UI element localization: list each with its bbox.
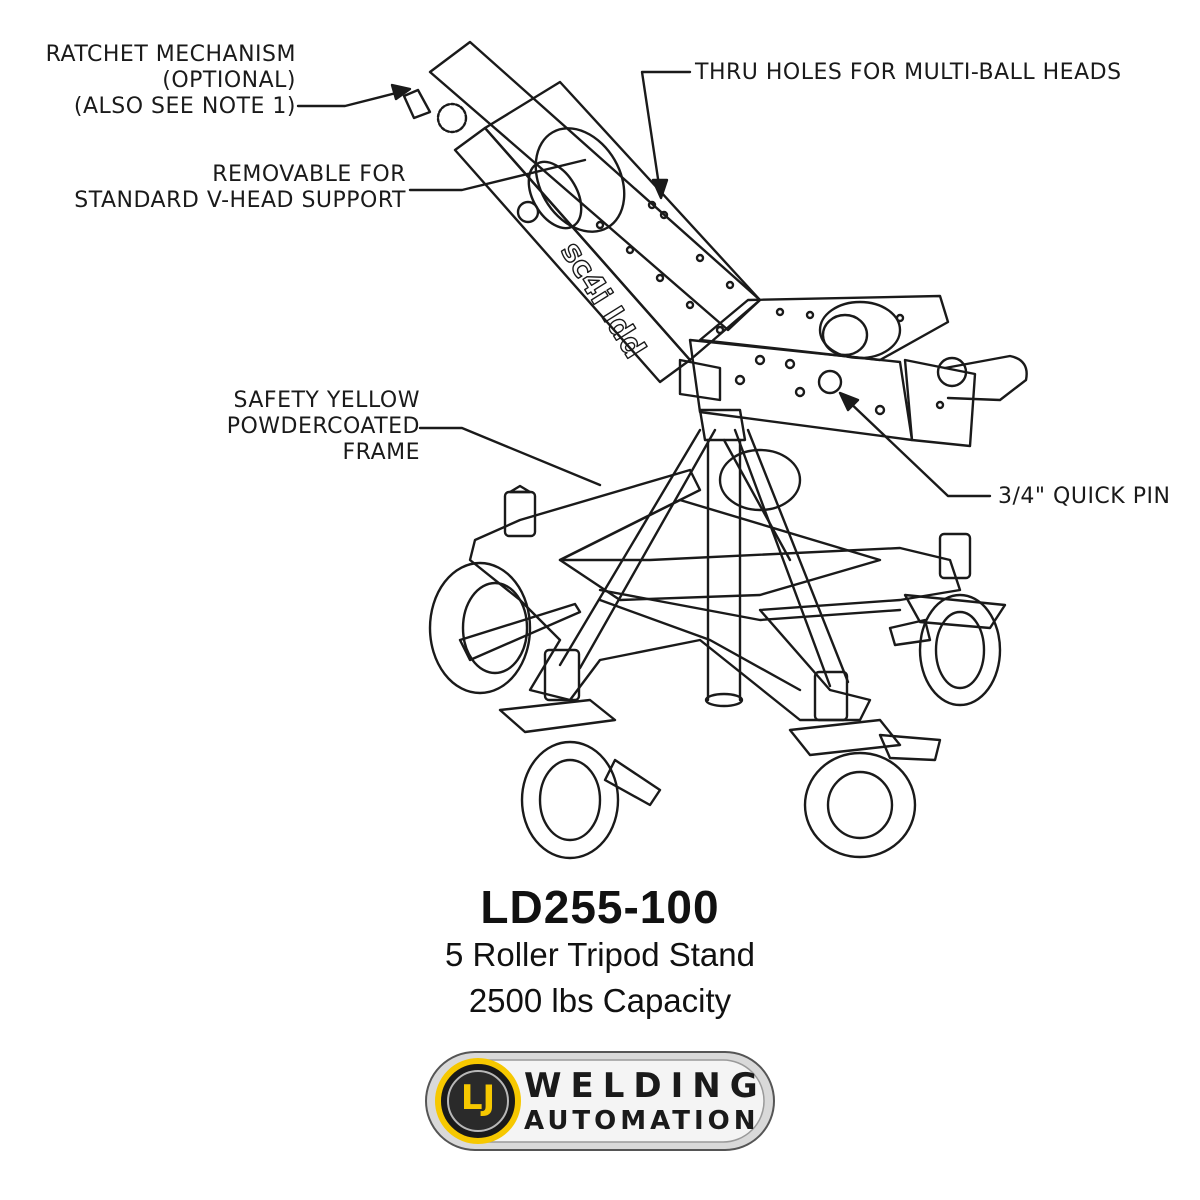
- callout-frame: SAFETY YELLOW POWDERCOATED FRAME: [150, 388, 420, 466]
- casters: [428, 484, 1007, 860]
- thru-holes: [595, 200, 945, 416]
- handle: [943, 354, 1028, 402]
- callout-ratchet-line3: (ALSO SEE NOTE 1): [73, 94, 296, 119]
- caster-front-left: [498, 648, 662, 860]
- roller-upper-face: [527, 160, 583, 230]
- base-outline: [468, 468, 962, 722]
- angled-arm-face: [453, 126, 692, 384]
- callout-quick-pin: 3/4" QUICK PIN: [998, 484, 1171, 509]
- leader-frame: [418, 426, 602, 487]
- callout-removable: REMOVABLE FOR STANDARD V-HEAD SUPPORT: [20, 162, 406, 214]
- pivot-block: [678, 358, 722, 402]
- callout-frame-line3: FRAME: [342, 440, 420, 465]
- ratchet-pawl: [402, 88, 432, 120]
- column-top: [698, 408, 747, 442]
- product-model: LD255-100: [480, 881, 720, 933]
- leg-left: [558, 428, 717, 670]
- product-capacity: 2500 lbs Capacity: [468, 982, 732, 1019]
- callout-ratchet-line1: RATCHET MECHANISM: [45, 42, 296, 67]
- base-inner-panel: [558, 498, 882, 602]
- quick-pin-right: [817, 369, 843, 395]
- leg-right: [733, 428, 850, 688]
- base-leg-arm: [598, 598, 802, 692]
- leader-removable: [408, 158, 587, 192]
- caster-back-left: [428, 484, 582, 695]
- roller-lower-face: [821, 313, 869, 357]
- base-plate: [468, 468, 962, 722]
- logo-badge: [425, 1051, 775, 1151]
- callout-removable-line1: REMOVABLE FOR: [212, 162, 406, 187]
- end-cap: [903, 358, 977, 448]
- leader-ratchet-arrow: [390, 83, 412, 101]
- product-description: 5 Roller Tripod Stand: [444, 936, 755, 973]
- column-base: [704, 692, 744, 708]
- logo-monogram: LJ: [460, 1078, 496, 1118]
- column-collar: [718, 448, 802, 512]
- horizontal-arm-top: [698, 294, 950, 362]
- roller-lower: [818, 300, 902, 360]
- leader-quick-pin: [843, 396, 992, 498]
- callout-thru-holes: THRU HOLES FOR MULTI-BALL HEADS: [695, 60, 1122, 85]
- v-head-assembly: [402, 40, 1028, 448]
- leg-back: [722, 438, 792, 562]
- caster-back-right: [888, 532, 1007, 707]
- logo-welding: WELDING: [524, 1066, 767, 1106]
- callout-removable-line2: STANDARD V-HEAD SUPPORT: [74, 188, 406, 213]
- quick-pin-left: [516, 200, 540, 224]
- callout-frame-line1: SAFETY YELLOW: [233, 388, 420, 413]
- leader-thru-holes: [640, 70, 692, 194]
- callout-ratchet-line2: (OPTIONAL): [162, 68, 296, 93]
- ratchet-gear: [436, 102, 468, 134]
- leader-ratchet: [296, 90, 402, 108]
- column-outer: [706, 438, 742, 702]
- logo-automation: AUTOMATION: [524, 1106, 760, 1136]
- callout-frame-line2: POWDERCOATED: [226, 414, 420, 439]
- tripod-column: [558, 408, 902, 708]
- handle-knob: [936, 356, 968, 388]
- caster-front-right: [788, 670, 942, 859]
- leader-quick-pin-arrow: [838, 391, 860, 412]
- callout-ratchet: RATCHET MECHANISM (OPTIONAL) (ALSO SEE N…: [4, 42, 296, 120]
- logo-ring-inner: [447, 1070, 509, 1132]
- roller-upper: [534, 127, 626, 233]
